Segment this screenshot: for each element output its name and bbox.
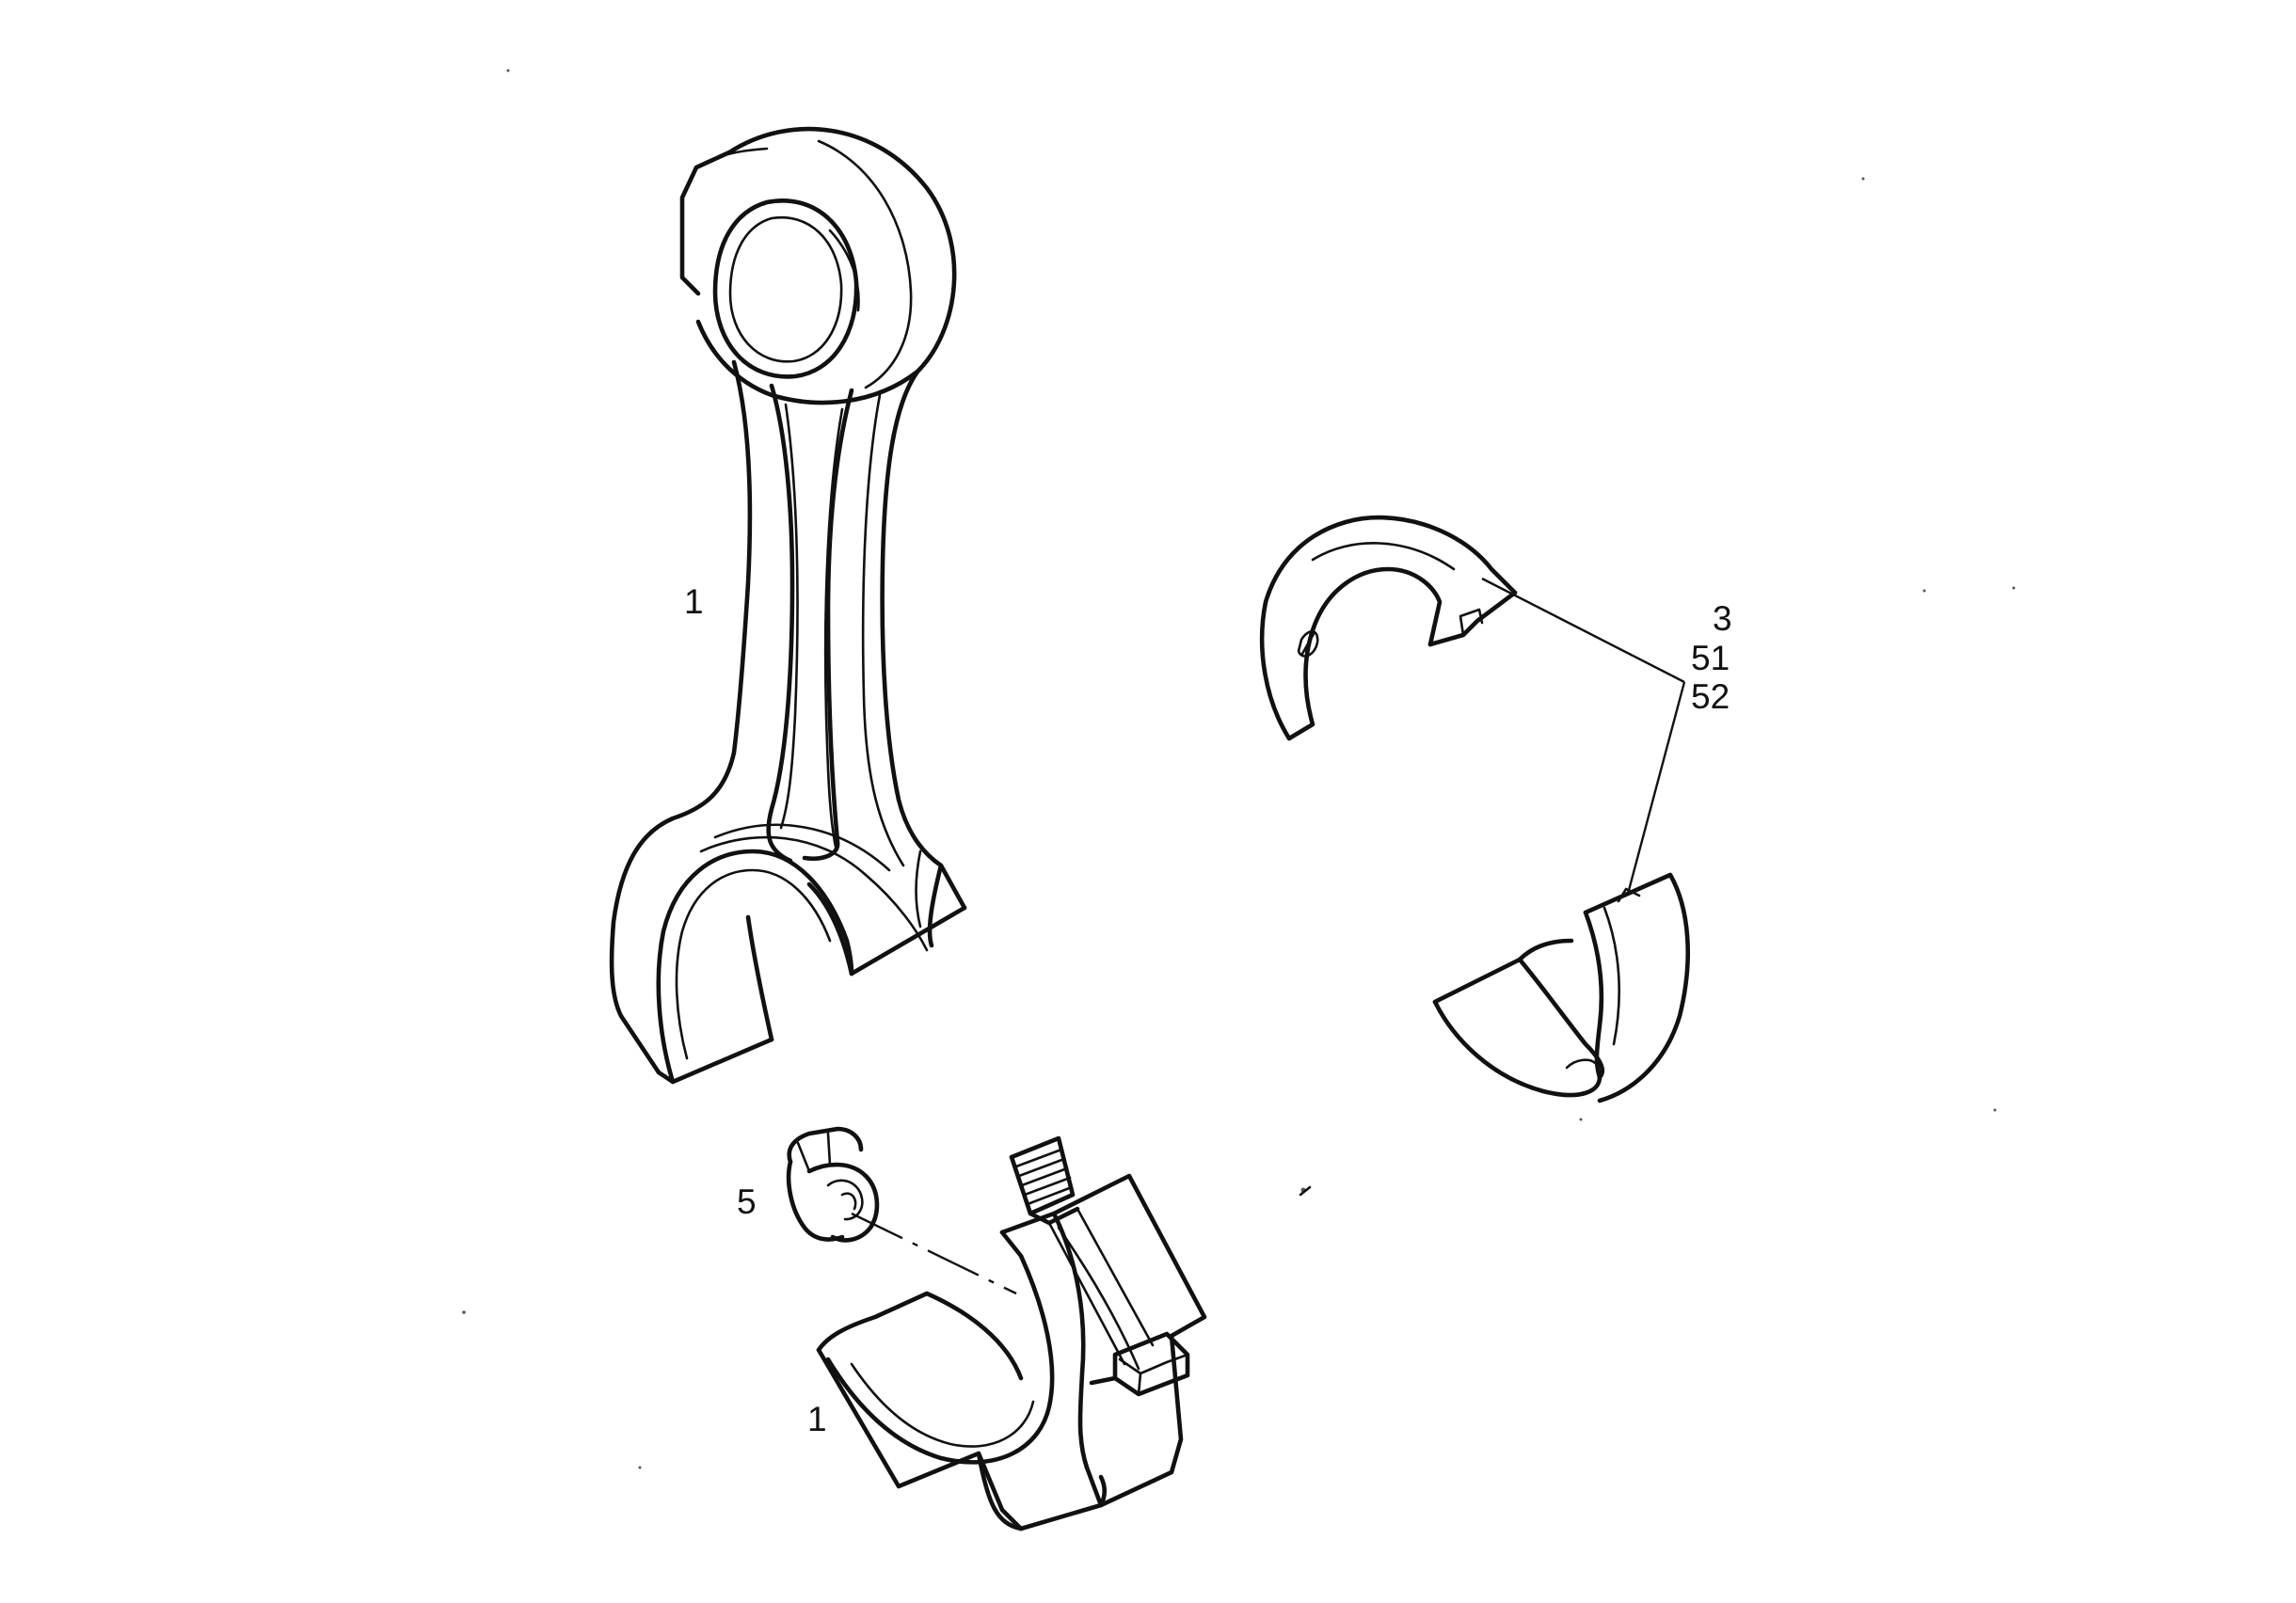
bearing-shell-lower bbox=[1432, 872, 1691, 1103]
callout-rod-upper: 1 bbox=[684, 582, 704, 621]
callout-bearing-3: 3 bbox=[1713, 599, 1732, 638]
scan-specks bbox=[462, 69, 2016, 1469]
connecting-rod bbox=[609, 126, 967, 1085]
bearing-shell-upper bbox=[1259, 515, 1518, 741]
callout-rod-cap: 1 bbox=[807, 1400, 827, 1438]
callout-nut: 5 bbox=[737, 1182, 757, 1221]
callout-bearing-52: 52 bbox=[1691, 677, 1730, 716]
callout-bearing-51: 51 bbox=[1691, 639, 1730, 677]
connecting-rod-cap bbox=[816, 1135, 1207, 1532]
nut-center-line bbox=[851, 1212, 1017, 1295]
nut bbox=[786, 1126, 880, 1243]
bearing-leader-lines bbox=[1481, 577, 1686, 895]
